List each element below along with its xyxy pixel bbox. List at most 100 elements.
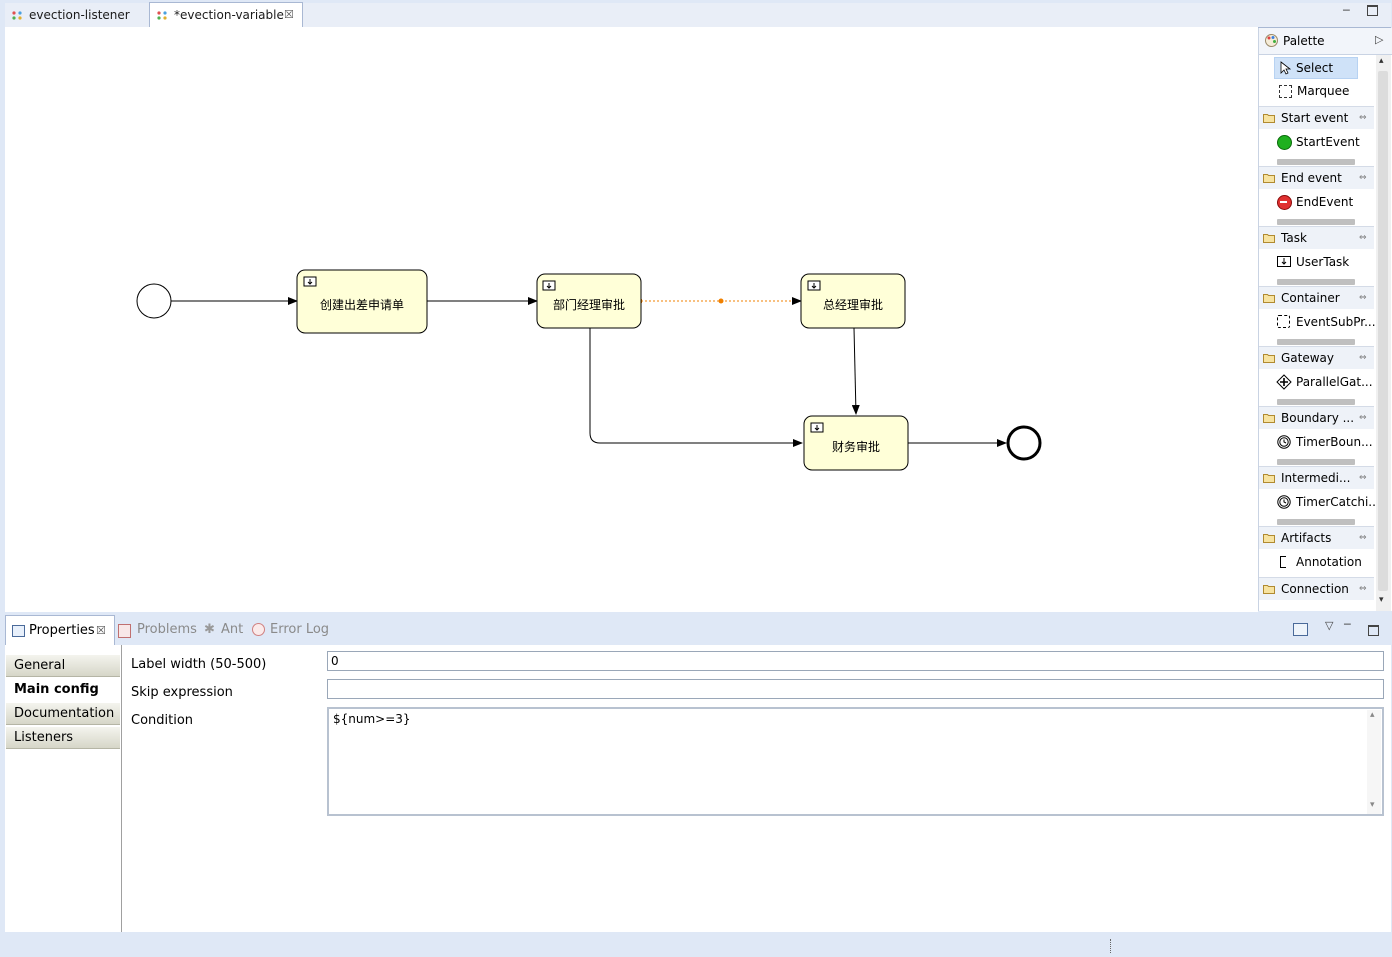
- palette-title: Palette: [1283, 34, 1325, 48]
- palette-icon: [1265, 34, 1278, 47]
- marquee-icon: [1279, 85, 1292, 98]
- annotation-icon: [1280, 556, 1286, 568]
- properties-icon: [12, 625, 25, 637]
- user-task-icon: [1277, 256, 1291, 267]
- maximize-icon[interactable]: [1368, 625, 1379, 636]
- user-task-icon: [542, 280, 556, 291]
- label-width-label: Label width (50-500): [131, 657, 267, 672]
- scroll-up-icon[interactable]: ▴: [1370, 710, 1375, 720]
- scrollbar-thumb[interactable]: [1378, 71, 1388, 591]
- problems-icon: [118, 624, 131, 638]
- pin-icon[interactable]: ⇔: [1359, 353, 1367, 363]
- skip-expression-input[interactable]: [327, 679, 1384, 699]
- tab-evection-variable[interactable]: *evection-variable ☒: [149, 2, 303, 28]
- bpmn-file-icon: [12, 11, 22, 20]
- side-tab-general[interactable]: General: [6, 655, 120, 677]
- condition-scrollbar[interactable]: ▴ ▾: [1367, 710, 1381, 814]
- status-bar: [0, 933, 1392, 957]
- pin-icon[interactable]: ⇔: [1359, 113, 1367, 123]
- pin-icon[interactable]: ⇔: [1359, 413, 1367, 423]
- tab-evection-listener[interactable]: evection-listener: [5, 3, 147, 27]
- user-task[interactable]: 总经理审批: [800, 273, 906, 329]
- properties-side-tabs: General Main config Documentation Listen…: [6, 645, 122, 932]
- scroll-down-icon[interactable]: ▾: [1370, 800, 1375, 810]
- folder-icon: [1263, 294, 1275, 303]
- side-tab-main-config[interactable]: Main config: [6, 679, 120, 701]
- skip-expression-label: Skip expression: [131, 685, 233, 700]
- task-label: 总经理审批: [823, 297, 883, 312]
- folder-icon: [1263, 114, 1275, 123]
- pin-icon[interactable]: ⇔: [1359, 233, 1367, 243]
- process-diagram: 创建出差申请单 部门经理审批 总经理审批 财务审批: [136, 269, 1042, 471]
- pin-icon[interactable]: ⇔: [1359, 533, 1367, 543]
- minimize-icon[interactable]: ─: [1344, 618, 1351, 631]
- drawer-gateway[interactable]: Gateway ⇔: [1259, 346, 1374, 369]
- end-event[interactable]: [1006, 425, 1042, 461]
- timer-icon: [1277, 495, 1291, 509]
- minimize-icon[interactable]: ─: [1343, 4, 1350, 17]
- task-label: 财务审批: [832, 439, 880, 454]
- pin-icon[interactable]: ⇔: [1359, 293, 1367, 303]
- scroll-down-icon[interactable]: ▾: [1379, 595, 1384, 605]
- ant-icon: ✱: [204, 622, 215, 637]
- close-icon[interactable]: ☒: [284, 8, 294, 21]
- status-divider: [1110, 939, 1112, 953]
- start-event[interactable]: [136, 283, 172, 319]
- scroll-up-icon[interactable]: ▴: [1379, 56, 1384, 66]
- side-tab-documentation[interactable]: Documentation: [6, 703, 120, 725]
- palette-item-truncated: [1277, 459, 1355, 465]
- flow-handle[interactable]: [718, 298, 724, 304]
- folder-icon: [1263, 354, 1275, 363]
- drawer-boundary[interactable]: Boundary ... ⇔: [1259, 406, 1374, 429]
- bpmn-file-icon: [157, 11, 167, 20]
- maximize-icon[interactable]: [1367, 5, 1378, 16]
- label-width-input[interactable]: [327, 651, 1384, 671]
- palette-header: Palette ▷: [1259, 28, 1392, 55]
- drawer-intermediate[interactable]: Intermedi... ⇔: [1259, 466, 1374, 489]
- pin-view-icon[interactable]: [1293, 623, 1308, 636]
- pin-icon[interactable]: ⇔: [1359, 173, 1367, 183]
- sequence-flow[interactable]: [851, 327, 860, 415]
- side-tab-listeners[interactable]: Listeners: [6, 727, 120, 749]
- diagram-canvas[interactable]: 创建出差申请单 部门经理审批 总经理审批 财务审批: [5, 27, 1258, 612]
- palette: Palette ▷ Select Marquee Start event ⇔ S…: [1258, 28, 1392, 611]
- folder-icon: [1263, 474, 1275, 483]
- user-task-icon: [810, 422, 824, 433]
- error-log-icon: [252, 623, 265, 636]
- timer-icon: [1277, 435, 1291, 449]
- folder-icon: [1263, 174, 1275, 183]
- view-tab-bar: Properties ☒ Problems ✱ Ant Error Log ▽ …: [5, 615, 1391, 645]
- task-label: 创建出差申请单: [320, 298, 404, 312]
- drawer-end-event[interactable]: End event ⇔: [1259, 166, 1374, 189]
- drawer-task[interactable]: Task ⇔: [1259, 226, 1374, 249]
- palette-scrollbar[interactable]: ▴ ▾: [1376, 55, 1391, 611]
- drawer-connection[interactable]: Connection ⇔: [1259, 577, 1374, 600]
- subprocess-icon: [1277, 315, 1290, 328]
- arrow-pointer-icon: [1280, 61, 1291, 75]
- user-task-icon: [807, 280, 821, 291]
- palette-item-truncated: [1277, 159, 1355, 165]
- user-task[interactable]: 财务审批: [803, 415, 909, 471]
- pin-icon[interactable]: ⇔: [1359, 584, 1367, 594]
- condition-label: Condition: [131, 713, 194, 728]
- user-task[interactable]: 创建出差申请单: [296, 269, 428, 334]
- drawer-start-event[interactable]: Start event ⇔: [1259, 106, 1374, 129]
- palette-item-truncated: [1277, 279, 1355, 285]
- parallel-gateway-icon: [1276, 374, 1292, 390]
- drawer-artifacts[interactable]: Artifacts ⇔: [1259, 526, 1374, 549]
- properties-view: Properties ☒ Problems ✱ Ant Error Log ▽ …: [5, 615, 1391, 932]
- pin-icon[interactable]: ⇔: [1359, 473, 1367, 483]
- folder-icon: [1263, 585, 1275, 594]
- drawer-container[interactable]: Container ⇔: [1259, 286, 1374, 309]
- palette-item-truncated: [1277, 219, 1355, 225]
- tab-properties[interactable]: Properties ☒: [5, 615, 115, 645]
- select-tool[interactable]: Select: [1274, 57, 1358, 79]
- user-task[interactable]: 部门经理审批: [536, 273, 642, 329]
- view-menu-icon[interactable]: ▽: [1325, 619, 1334, 632]
- tab-label: evection-listener: [29, 8, 130, 22]
- start-event-icon: [1277, 135, 1292, 150]
- sequence-flow[interactable]: [589, 328, 803, 447]
- condition-textarea[interactable]: ${num>=3}: [327, 707, 1384, 816]
- close-icon[interactable]: ☒: [96, 624, 106, 637]
- collapse-palette-icon[interactable]: ▷: [1375, 33, 1384, 46]
